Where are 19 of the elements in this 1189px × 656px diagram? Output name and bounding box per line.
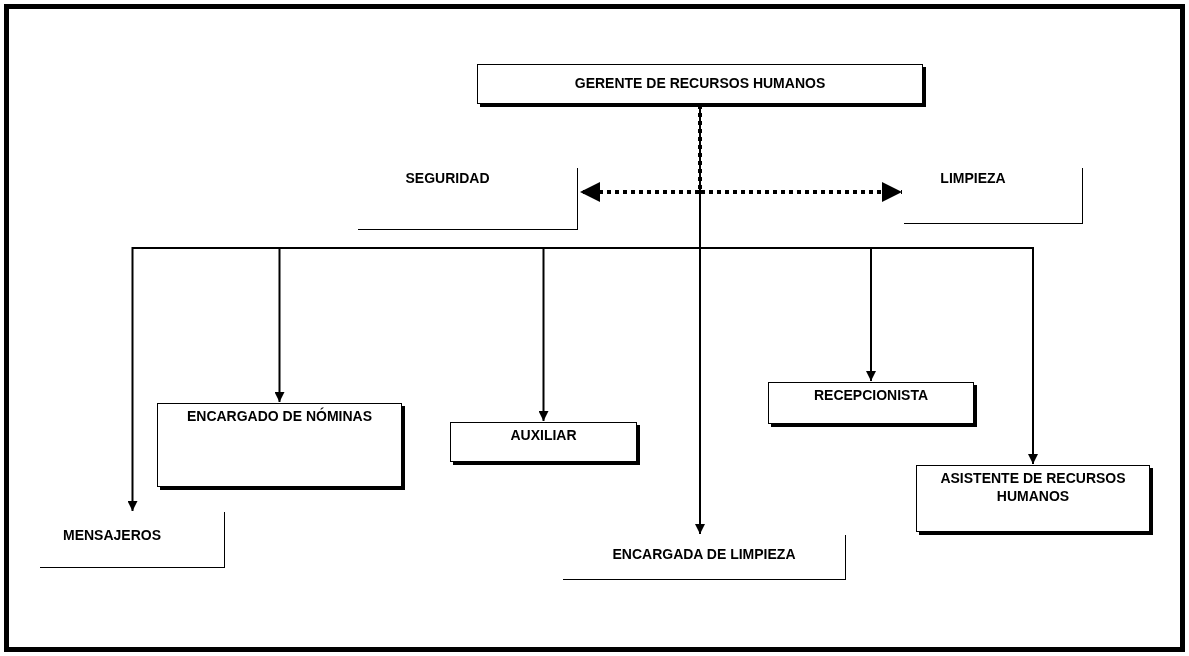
position-box [157, 403, 402, 487]
position-title: ENCARGADO DE NÓMINAS [186, 408, 373, 426]
dotted-arrow [698, 105, 902, 202]
position-title: ASISTENTE DE RECURSOS HUMANOS [939, 470, 1127, 505]
open-label-box [904, 168, 1083, 224]
open-label-box [40, 512, 225, 568]
position-title: GERENTE DE RECURSOS HUMANOS [574, 75, 826, 93]
position-title: AUXILIAR [510, 427, 577, 445]
open-label-box [563, 535, 846, 580]
position-title: ENCARGADA DE LIMPIEZA [612, 546, 796, 564]
position-title: MENSAJEROS [63, 526, 161, 545]
position-title: LIMPIEZA [940, 170, 1006, 188]
position-box [916, 465, 1150, 532]
open-label-box [358, 168, 578, 230]
position-box [450, 422, 637, 462]
position-title: RECEPCIONISTA [813, 387, 929, 405]
position-box [768, 382, 974, 424]
position-box [477, 64, 923, 104]
position-title: SEGURIDAD [405, 170, 490, 188]
